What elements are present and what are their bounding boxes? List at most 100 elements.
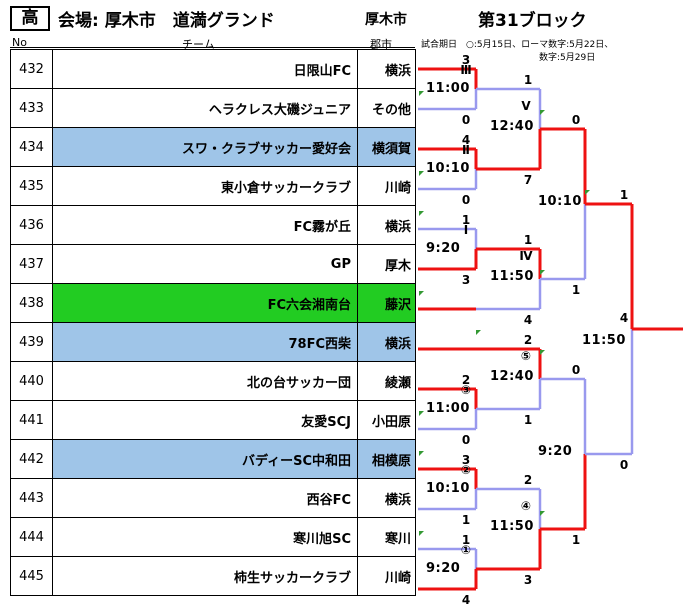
score-bottom: 0 bbox=[619, 458, 629, 472]
team-city: 川崎 bbox=[357, 556, 416, 596]
match-label: Ⅴ bbox=[521, 99, 531, 113]
score-bottom: 1 bbox=[461, 513, 471, 527]
team-name: FC霧が丘 bbox=[52, 205, 358, 245]
match-time: 12:40 bbox=[490, 119, 534, 134]
match-label: Ⅳ bbox=[519, 249, 533, 263]
score-top: 1 bbox=[619, 188, 629, 202]
match-time: 9:20 bbox=[426, 241, 461, 256]
team-number: 443 bbox=[10, 478, 53, 518]
score-bottom: 3 bbox=[461, 273, 471, 287]
marker-icon bbox=[419, 411, 424, 416]
team-number: 445 bbox=[10, 556, 53, 596]
match-time: 11:50 bbox=[582, 333, 626, 348]
team-city: 横須賀 bbox=[357, 127, 416, 167]
score-bottom: 0 bbox=[461, 113, 471, 127]
team-number: 437 bbox=[10, 244, 53, 284]
team-city: 綾瀬 bbox=[357, 361, 416, 401]
marker-icon bbox=[540, 511, 545, 516]
team-city: 川崎 bbox=[357, 166, 416, 206]
marker-icon bbox=[419, 171, 424, 176]
match-label: ② bbox=[460, 463, 472, 477]
score-bottom: 3 bbox=[523, 573, 533, 587]
score-top: 1 bbox=[461, 213, 471, 227]
team-number: 438 bbox=[10, 283, 53, 323]
match-time: 10:10 bbox=[426, 161, 470, 176]
score-top: 4 bbox=[461, 133, 471, 147]
col-header-no: No bbox=[12, 36, 27, 49]
team-number: 440 bbox=[10, 361, 53, 401]
team-name: 北の台サッカー団 bbox=[52, 361, 358, 401]
marker-icon bbox=[419, 451, 424, 456]
team-name: 東小倉サッカークラブ bbox=[52, 166, 358, 206]
match-time: 11:00 bbox=[426, 81, 470, 96]
marker-icon bbox=[419, 291, 424, 296]
match-time: 10:10 bbox=[538, 194, 582, 209]
team-city: 相模原 bbox=[357, 439, 416, 479]
team-city: 厚木 bbox=[357, 244, 416, 284]
level-badge: 高 bbox=[10, 6, 50, 31]
team-name: バディーSC中和田 bbox=[52, 439, 358, 479]
team-number: 436 bbox=[10, 205, 53, 245]
marker-icon bbox=[476, 330, 481, 335]
score-top: 1 bbox=[523, 233, 533, 247]
match-time: 11:00 bbox=[426, 401, 470, 416]
match-label: ③ bbox=[460, 383, 472, 397]
score-bottom: 1 bbox=[571, 533, 581, 547]
score-top: 3 bbox=[461, 453, 471, 467]
team-name: 78FC西柴 bbox=[52, 322, 358, 362]
team-number: 433 bbox=[10, 88, 53, 128]
schedule-note-2: 数字:5月29日 bbox=[539, 53, 596, 63]
team-city: 横浜 bbox=[357, 478, 416, 518]
marker-icon bbox=[540, 270, 545, 275]
match-time: 10:10 bbox=[426, 481, 470, 496]
marker-icon bbox=[419, 531, 424, 536]
team-name: 柿生サッカークラブ bbox=[52, 556, 358, 596]
team-number: 444 bbox=[10, 517, 53, 557]
score-bottom: 1 bbox=[571, 283, 581, 297]
marker-icon bbox=[540, 350, 545, 355]
match-label: Ⅲ bbox=[460, 63, 472, 77]
match-label: ① bbox=[460, 543, 472, 557]
team-city: 横浜 bbox=[357, 49, 416, 89]
marker-icon bbox=[540, 110, 545, 115]
block-title: 第31ブロック bbox=[478, 11, 587, 31]
match-time: 9:20 bbox=[538, 444, 573, 459]
team-city: 藤沢 bbox=[357, 283, 416, 323]
score-top: 2 bbox=[523, 473, 533, 487]
match-time: 11:50 bbox=[490, 269, 534, 284]
match-time: 12:40 bbox=[490, 369, 534, 384]
score-bottom: 1 bbox=[523, 413, 533, 427]
score-final: 4 bbox=[619, 311, 629, 325]
score-bottom: 0 bbox=[461, 193, 471, 207]
score-bottom: 4 bbox=[461, 593, 471, 607]
match-label: Ⅰ bbox=[463, 223, 469, 237]
score-top: 2 bbox=[523, 333, 533, 347]
score-top: 3 bbox=[461, 53, 471, 67]
team-city: 寒川 bbox=[357, 517, 416, 557]
marker-icon bbox=[585, 190, 590, 195]
team-city: 横浜 bbox=[357, 205, 416, 245]
team-name: 日限山FC bbox=[52, 49, 358, 89]
schedule-note-1: 試合期日 ○:5月15日、ローマ数字:5月22日、 bbox=[421, 40, 614, 50]
score-top: 0 bbox=[571, 113, 581, 127]
match-label: Ⅱ bbox=[462, 143, 470, 157]
match-time: 11:50 bbox=[490, 519, 534, 534]
header-divider bbox=[10, 47, 415, 48]
score-top: 0 bbox=[571, 363, 581, 377]
city-title: 厚木市 bbox=[365, 12, 407, 28]
score-bottom: 4 bbox=[523, 313, 533, 327]
score-top: 2 bbox=[461, 373, 471, 387]
team-city: 小田原 bbox=[357, 400, 416, 440]
